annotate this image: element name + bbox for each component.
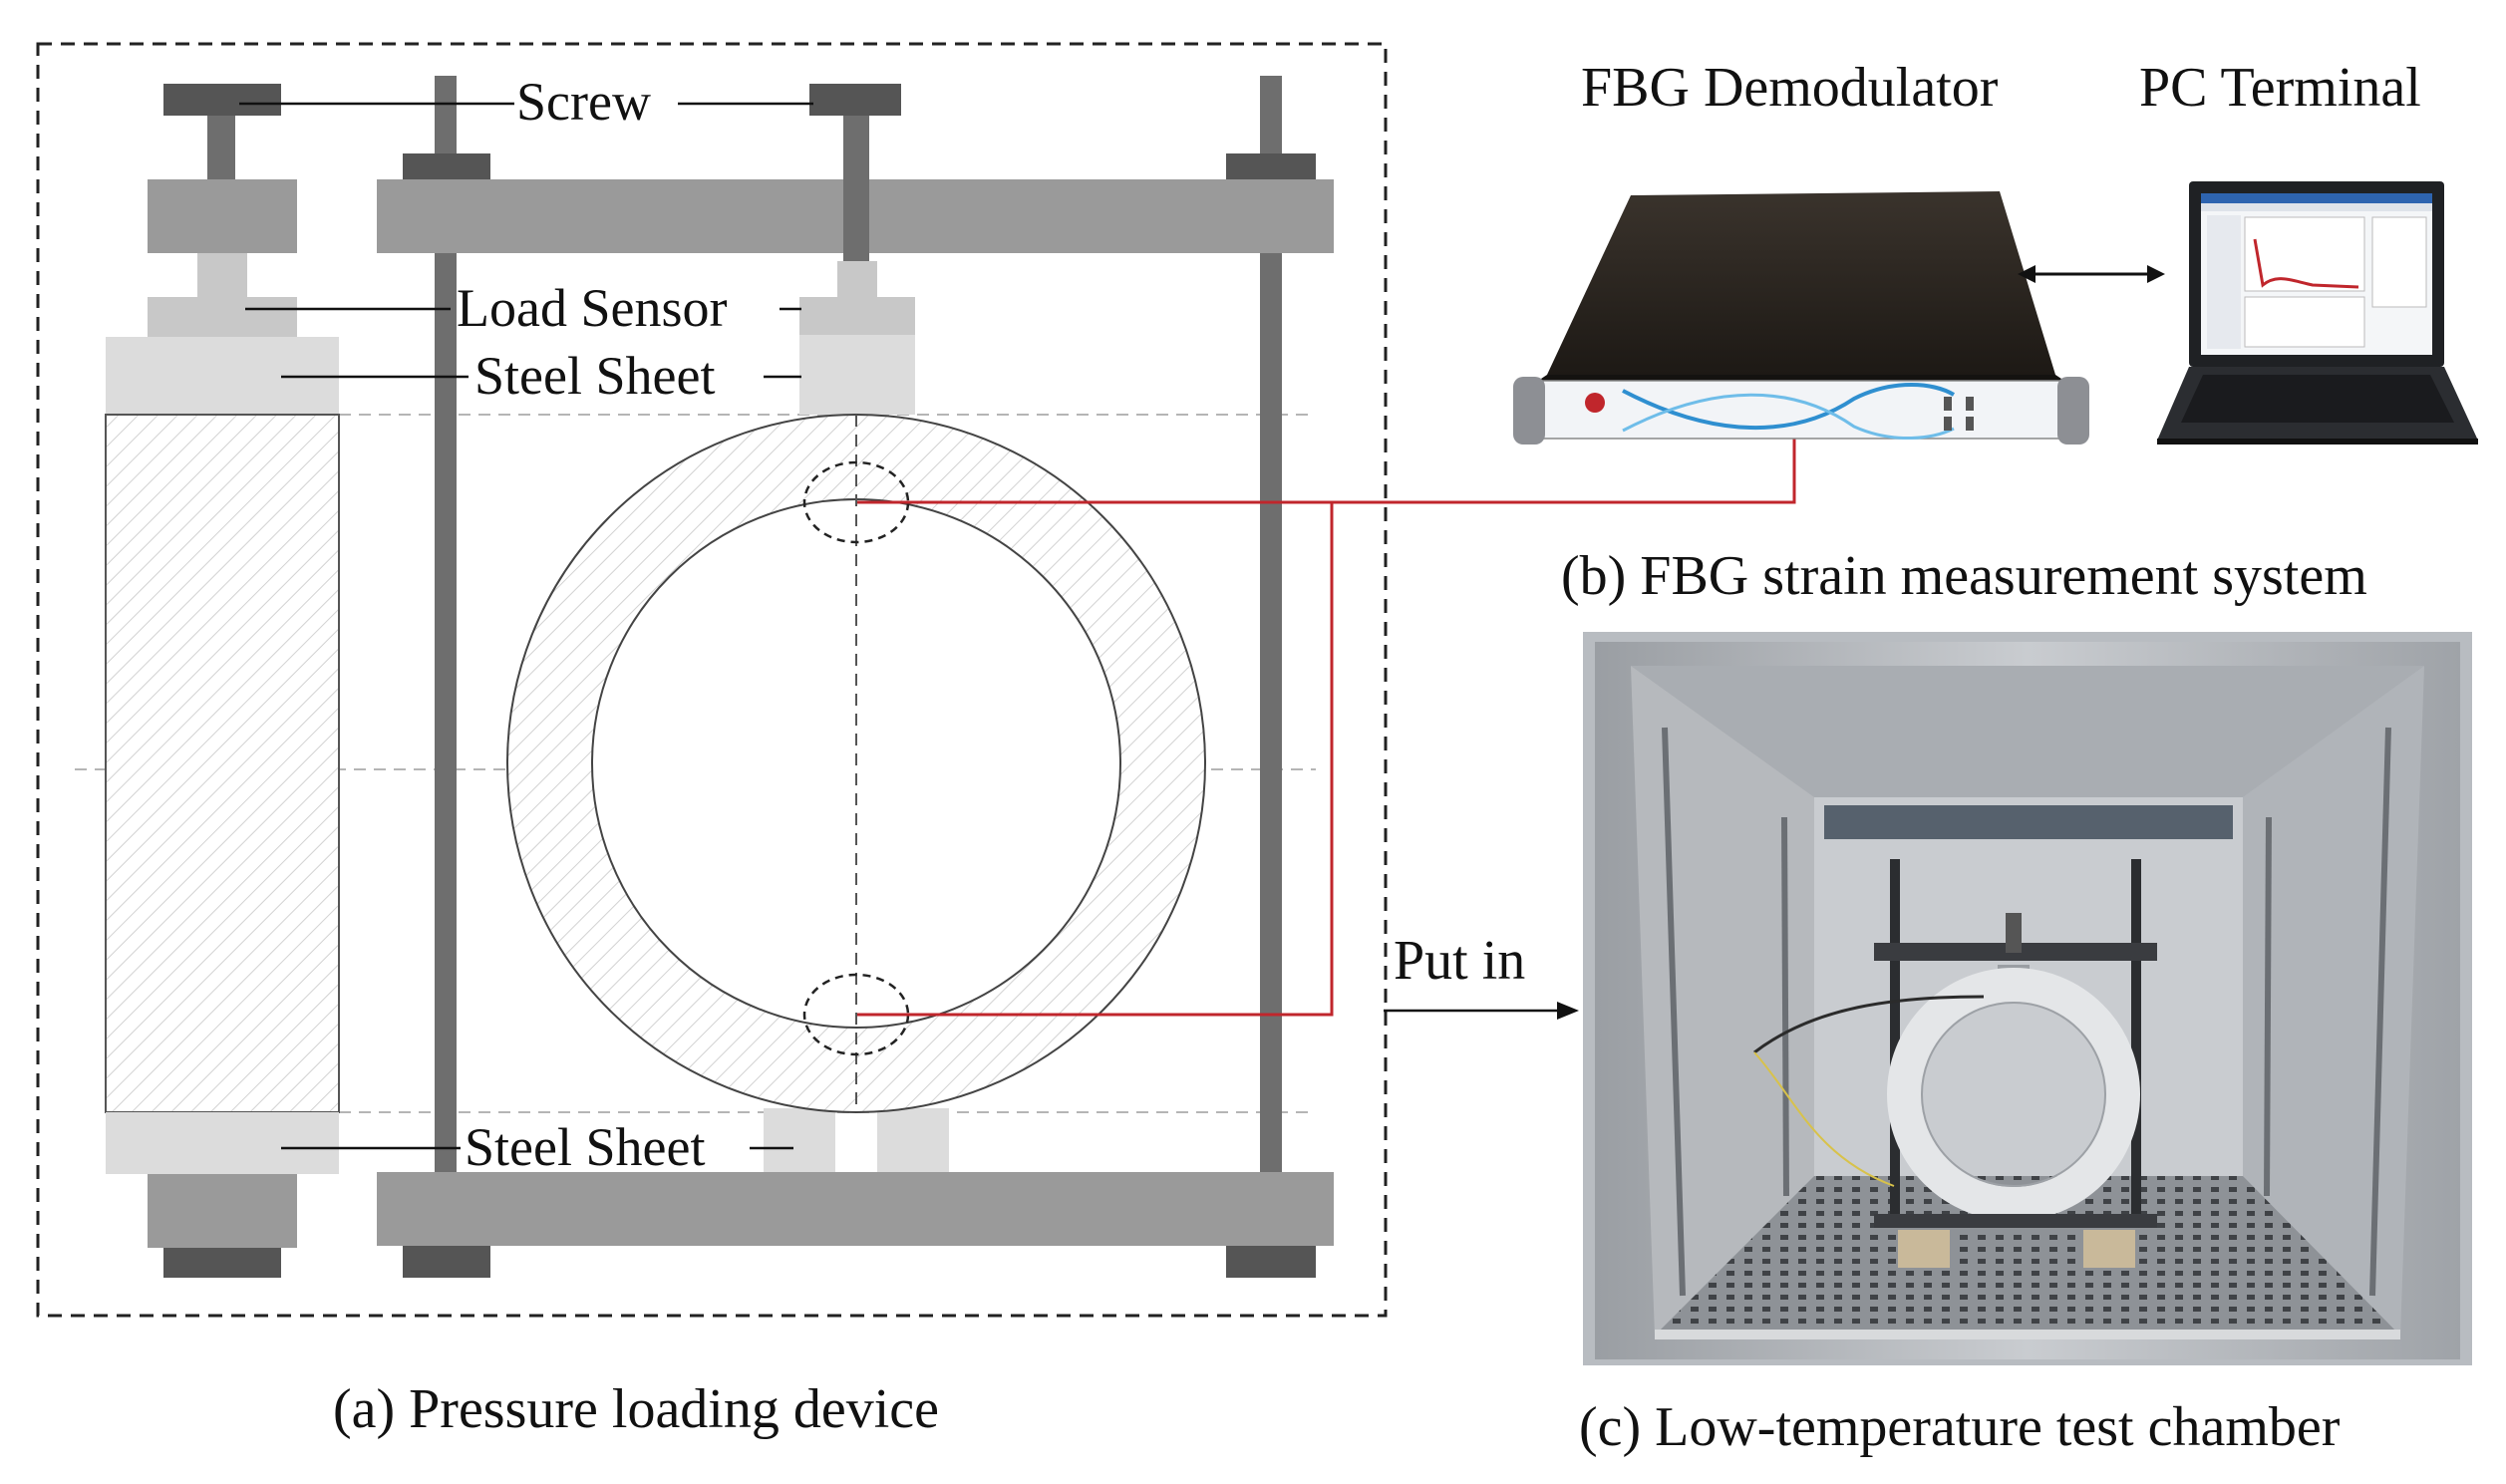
bidirectional-arrow <box>2018 265 2165 283</box>
bottom-plate <box>377 1172 1334 1246</box>
left-bottom-block <box>148 1174 297 1248</box>
caption-b: (b) FBG strain measurement system <box>1561 545 2367 607</box>
left-bottom-nut <box>163 1248 281 1278</box>
chamber-ring-specimen <box>1887 968 2140 1221</box>
ring-specimen <box>506 414 1206 1113</box>
chamber-side-rails <box>1662 727 2391 1297</box>
top-right-nut <box>1226 153 1316 181</box>
left-screw-knob <box>163 84 281 116</box>
chamber-vent-grille <box>1824 805 2233 839</box>
bottom-left-nut <box>403 1246 490 1278</box>
chamber-floor-grate <box>1655 1176 2400 1336</box>
fbg-demodulator-image <box>1513 191 2089 445</box>
chamber-ceiling <box>1631 666 2424 797</box>
steel-sheet-top-label: Steel Sheet <box>474 346 716 406</box>
ring-support-right <box>877 1108 949 1172</box>
panel-c-test-chamber-photo <box>1583 632 2472 1365</box>
ring-support-left <box>764 1108 835 1172</box>
left-specimen <box>105 414 340 1113</box>
laptop-screen-plot <box>2253 238 2359 289</box>
left-specimen-column <box>105 84 340 1278</box>
right-threaded-rod <box>1260 76 1282 1172</box>
left-threaded-rod <box>435 76 457 1278</box>
demodulator-front-panel <box>1542 380 2062 440</box>
left-top-block <box>148 179 297 253</box>
put-in-label: Put in <box>1394 930 1526 992</box>
steel-sheet-bottom-label: Steel Sheet <box>465 1117 706 1177</box>
panel-b-fbg-system <box>1513 181 2478 445</box>
panel-a-pressure-loading-device <box>36 42 1796 1318</box>
demodulator-logo-wave <box>1622 383 1956 430</box>
bottom-right-nut <box>1226 1246 1316 1278</box>
caption-a: (a) Pressure loading device <box>333 1378 939 1440</box>
center-steel-sheet-top <box>799 335 915 415</box>
leader-lines <box>239 102 813 1150</box>
fbg-demodulator-title: FBG Demodulator <box>1581 57 1999 119</box>
screw-label: Screw <box>516 72 651 132</box>
caption-c: (c) Low-temperature test chamber <box>1579 1396 2341 1458</box>
loading-frame <box>377 76 1334 1278</box>
center-load-sensor <box>799 297 915 335</box>
chamber-test-rig <box>1753 859 2157 1268</box>
optical-fiber-lines <box>857 439 1796 1017</box>
load-sensor-label: Load Sensor <box>457 278 728 338</box>
top-left-nut <box>403 153 490 181</box>
demodulator-brand-logo <box>1585 393 1605 413</box>
panel-a-dashed-border <box>36 42 1388 1318</box>
left-load-sensor <box>148 297 297 337</box>
demodulator-top <box>1547 191 2055 375</box>
pc-terminal-title: PC Terminal <box>2139 57 2421 119</box>
demodulator-ports <box>1944 397 1974 431</box>
put-in-arrow <box>1384 1002 1579 1020</box>
left-steel-sheet-bottom <box>106 1112 339 1174</box>
pc-terminal-laptop <box>2157 181 2478 445</box>
center-screw-knob <box>809 84 901 116</box>
